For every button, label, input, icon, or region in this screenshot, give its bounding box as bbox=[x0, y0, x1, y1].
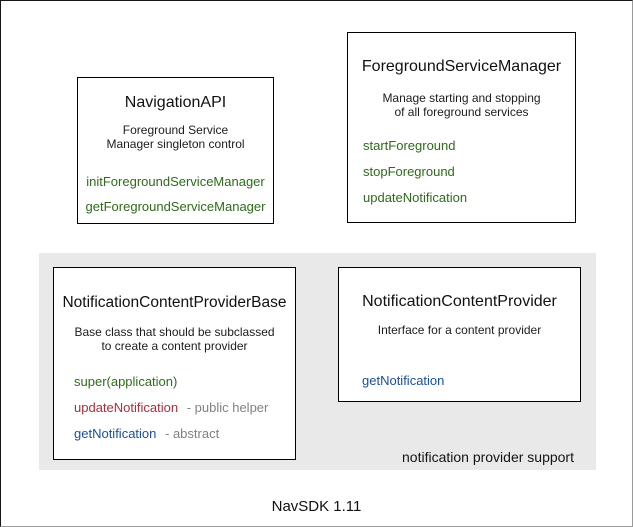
method-name: stopForeground bbox=[363, 164, 455, 179]
method-name: startForeground bbox=[363, 138, 456, 153]
description-line: Base class that should be subclassed bbox=[74, 325, 275, 339]
method-list: super(application) updateNotification - … bbox=[54, 375, 295, 440]
method-init-foreground-service-manager: initForegroundServiceManager bbox=[78, 175, 273, 188]
class-box-notification-content-provider: NotificationContentProvider Interface fo… bbox=[338, 267, 581, 402]
class-description: Manage starting and stopping of all fore… bbox=[348, 91, 575, 119]
class-title-navigation-api: NavigationAPI bbox=[124, 94, 227, 111]
description-line: Manager singleton control bbox=[106, 137, 245, 151]
method-start-foreground: startForeground bbox=[363, 139, 575, 152]
notification-provider-support-group: NotificationContentProviderBase Base cla… bbox=[39, 253, 596, 470]
description-line: Manage starting and stopping bbox=[382, 91, 541, 105]
class-title-foreground-service-manager: ForegroundServiceManager bbox=[361, 58, 562, 75]
class-box-notification-content-provider-base: NotificationContentProviderBase Base cla… bbox=[53, 267, 296, 460]
method-annotation: - abstract bbox=[165, 426, 220, 441]
class-title-notification-content-provider: NotificationContentProvider bbox=[362, 293, 557, 310]
method-list: startForeground stopForeground updateNot… bbox=[348, 139, 575, 204]
class-description: Base class that should be subclassed to … bbox=[54, 325, 295, 353]
method-get-notification: getNotification bbox=[362, 374, 580, 387]
description-line: Interface for a content provider bbox=[377, 323, 542, 337]
method-get-foreground-service-manager: getForegroundServiceManager bbox=[78, 200, 273, 213]
description-line: Foreground Service bbox=[122, 123, 229, 137]
method-name: initForegroundServiceManager bbox=[86, 174, 265, 189]
class-box-foreground-service-manager: ForegroundServiceManager Manage starting… bbox=[347, 32, 576, 223]
method-name: updateNotification bbox=[74, 400, 179, 415]
method-annotation: - public helper bbox=[186, 400, 269, 415]
method-update-notification: updateNotification bbox=[363, 191, 575, 204]
method-name: getForegroundServiceManager bbox=[85, 199, 266, 214]
method-stop-foreground: stopForeground bbox=[363, 165, 575, 178]
method-list: initForegroundServiceManager getForegrou… bbox=[78, 175, 273, 213]
class-description: Foreground Service Manager singleton con… bbox=[78, 123, 273, 151]
method-name: getNotification bbox=[74, 426, 157, 441]
method-list: getNotification bbox=[339, 374, 580, 387]
method-get-notification: getNotification - abstract bbox=[74, 427, 295, 440]
class-box-navigation-api: NavigationAPI Foreground Service Manager… bbox=[77, 77, 274, 224]
class-title-notification-content-provider-base: NotificationContentProviderBase bbox=[62, 294, 287, 311]
method-update-notification: updateNotification - public helper bbox=[74, 401, 295, 414]
method-name: getNotification bbox=[362, 373, 445, 388]
method-super-application: super(application) bbox=[74, 375, 295, 388]
group-label: notification provider support bbox=[402, 449, 574, 465]
method-name: updateNotification bbox=[363, 190, 468, 205]
method-name: super(application) bbox=[74, 374, 178, 389]
class-description: Interface for a content provider bbox=[339, 323, 580, 337]
description-line: to create a content provider bbox=[101, 339, 248, 353]
diagram-caption: NavSDK 1.11 bbox=[271, 498, 362, 515]
description-line: of all foreground services bbox=[394, 105, 529, 119]
